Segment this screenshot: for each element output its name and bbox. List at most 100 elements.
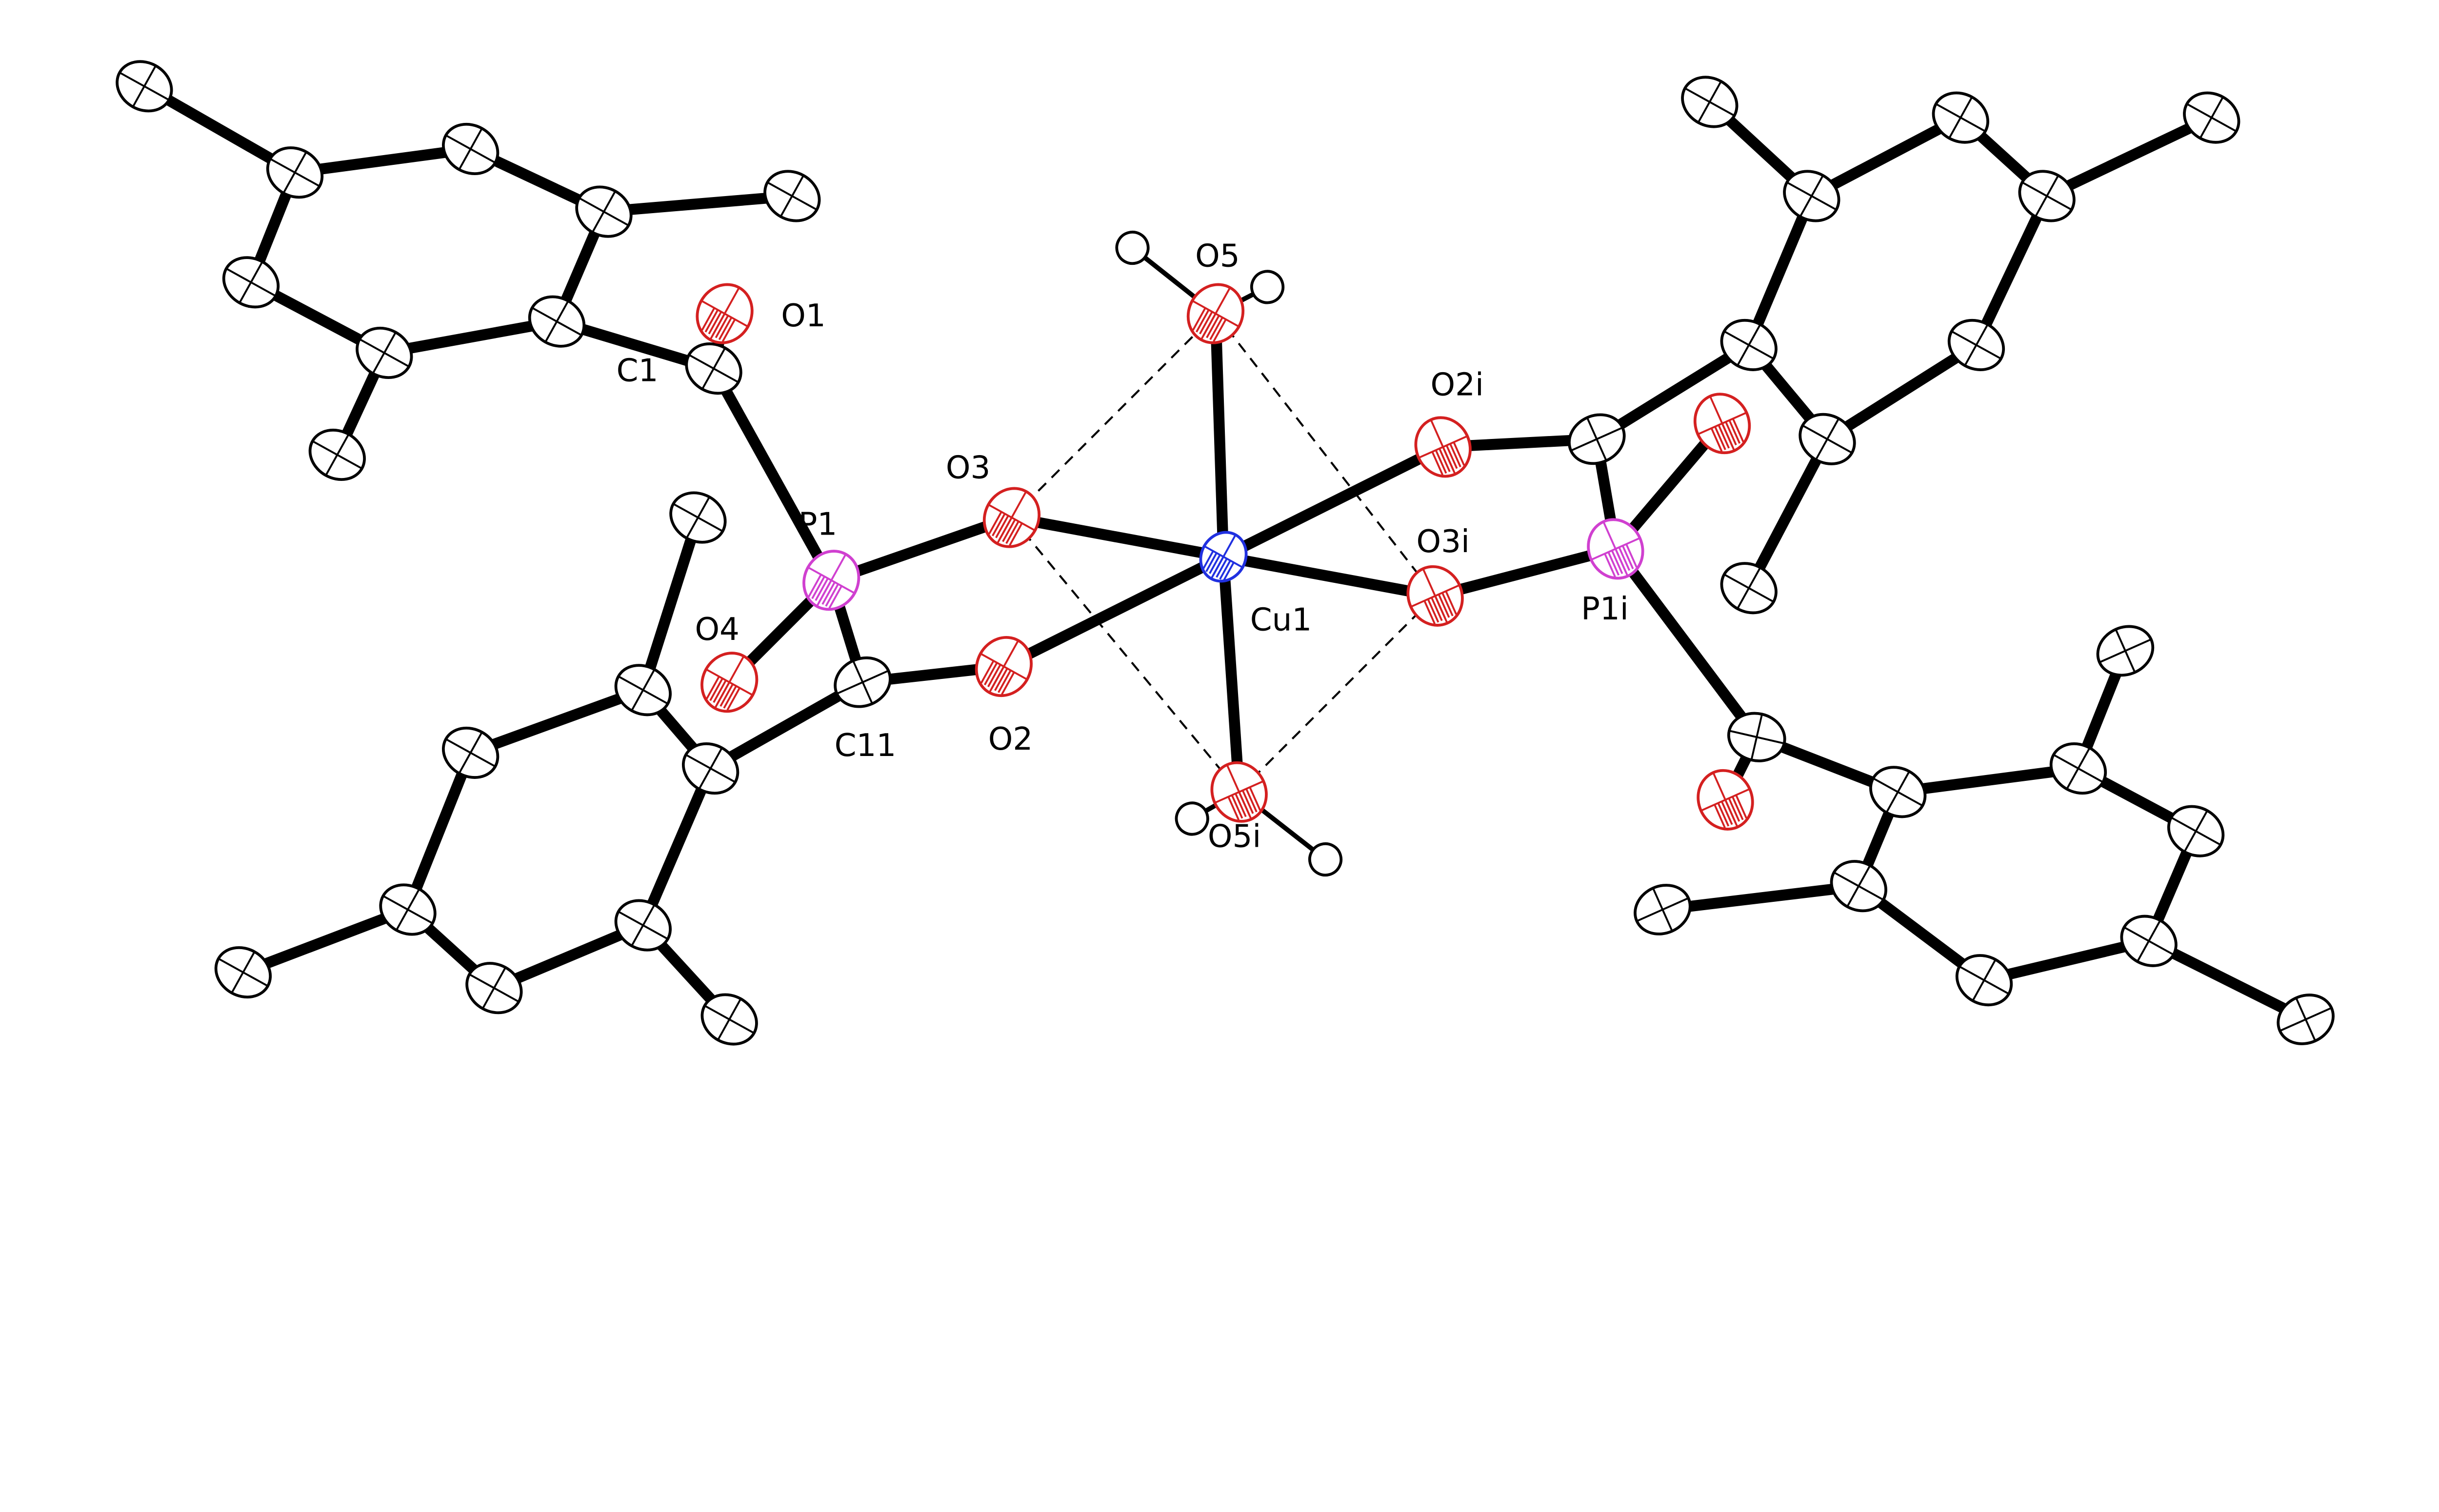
bond: [1222, 551, 1437, 601]
atom-b4: [379, 883, 437, 936]
atom-O5: [1186, 283, 1245, 344]
label-O5i: O5i: [1208, 818, 1261, 855]
atom-a2: [441, 122, 500, 176]
atom-O1i: [1697, 769, 1754, 831]
bond: [241, 904, 410, 978]
atom-H3: [1175, 801, 1209, 836]
atom-c2: [1783, 170, 1840, 222]
atom-b5: [465, 962, 523, 1015]
bond: [1611, 545, 1761, 740]
atom-d3: [2167, 805, 2225, 857]
atom-C1i: [1568, 413, 1626, 465]
label-P1: P1: [799, 506, 838, 542]
atom-c6: [1799, 413, 1856, 465]
atom-H4: [1308, 842, 1343, 877]
atom-m1: [116, 60, 173, 113]
bond: [2044, 112, 2214, 201]
bond: [1971, 194, 2052, 348]
atom-m10: [2096, 625, 2155, 677]
bond: [294, 143, 472, 178]
hydrogen-bond: [1011, 517, 1240, 793]
bond: [1010, 512, 1225, 562]
bond: [638, 516, 703, 692]
atom-Cu: [1199, 531, 1248, 583]
atom-m5: [214, 946, 272, 999]
hydrogen-bond: [1215, 313, 1436, 597]
atom-O2: [975, 636, 1033, 697]
bond: [468, 685, 645, 758]
hydrogen-bond: [1011, 313, 1217, 518]
atom-C11i: [1727, 712, 1786, 762]
bond: [638, 766, 716, 928]
atoms: [116, 60, 2335, 1046]
atom-a6: [222, 256, 280, 309]
bond: [1434, 543, 1617, 601]
atom-m4: [669, 491, 727, 544]
bond: [1743, 194, 1817, 347]
atom-a1: [266, 146, 324, 199]
atom-H1: [1115, 230, 1150, 265]
atom-C11: [834, 656, 892, 708]
bond: [1982, 935, 2150, 986]
atom-b1: [681, 742, 740, 795]
atom-O4i: [1693, 393, 1751, 455]
bond: [1897, 763, 2079, 797]
atom-a5: [356, 326, 413, 379]
atom-c1: [1720, 318, 1778, 371]
bond: [1218, 556, 1245, 793]
label-Cu1: Cu1: [1250, 602, 1312, 638]
atom-b3: [441, 726, 500, 779]
atom-m3: [308, 428, 366, 481]
atom-O3: [982, 487, 1041, 548]
bond: [1809, 113, 1963, 201]
atom-d2: [2049, 742, 2107, 795]
atom-m9: [1720, 562, 1778, 615]
atom-c5: [1947, 318, 2005, 371]
atom-d4: [2120, 915, 2178, 967]
atom-b2: [614, 664, 672, 716]
atom-m12: [1634, 884, 1692, 935]
bond: [1824, 340, 1979, 444]
atom-O1: [696, 283, 754, 344]
label-O5: O5: [1195, 238, 1240, 275]
bond: [1221, 442, 1446, 562]
atom-P1: [802, 550, 860, 611]
atom-m6: [700, 993, 758, 1046]
label-C11: C11: [835, 727, 897, 764]
bond: [1001, 552, 1226, 672]
bond: [1662, 880, 1859, 915]
atom-m7: [1681, 76, 1739, 128]
atom-m11: [2277, 994, 2335, 1045]
molecular-structure-diagram: O1 C1 P1 O4 C11 O2 O3 O5 Cu1 O5i O2i O3i…: [116, 60, 2335, 1046]
bond: [829, 512, 1014, 586]
atom-H2: [1250, 270, 1285, 304]
atom-O3i: [1406, 565, 1464, 627]
bond: [709, 366, 837, 583]
atom-a4: [528, 295, 586, 348]
atom-m8: [2183, 91, 2240, 144]
label-O1: O1: [781, 298, 826, 334]
atom-d6: [1830, 860, 1887, 913]
atom-m2: [763, 170, 821, 222]
label-O4: O4: [695, 611, 740, 648]
atom-O4: [700, 652, 759, 713]
bond: [383, 316, 558, 358]
atom-O5i: [1210, 761, 1268, 823]
atom-c3: [1932, 91, 1989, 144]
atom-d1: [1869, 766, 1927, 818]
bond: [603, 190, 793, 218]
bond: [492, 920, 645, 994]
label-O2: O2: [988, 721, 1033, 757]
atom-d5: [1955, 954, 2013, 1007]
label-O2i: O2i: [1430, 366, 1483, 403]
bond: [1744, 437, 1832, 591]
hydrogen-bond: [1238, 595, 1436, 793]
label-P1i: P1i: [1581, 591, 1629, 627]
bond: [402, 751, 476, 912]
atom-C1: [685, 342, 742, 395]
atom-b6: [614, 899, 672, 952]
label-O3i: O3i: [1417, 523, 1470, 560]
bond: [1594, 340, 1752, 444]
atom-c4: [2018, 170, 2076, 222]
atom-P1i: [1587, 518, 1644, 580]
